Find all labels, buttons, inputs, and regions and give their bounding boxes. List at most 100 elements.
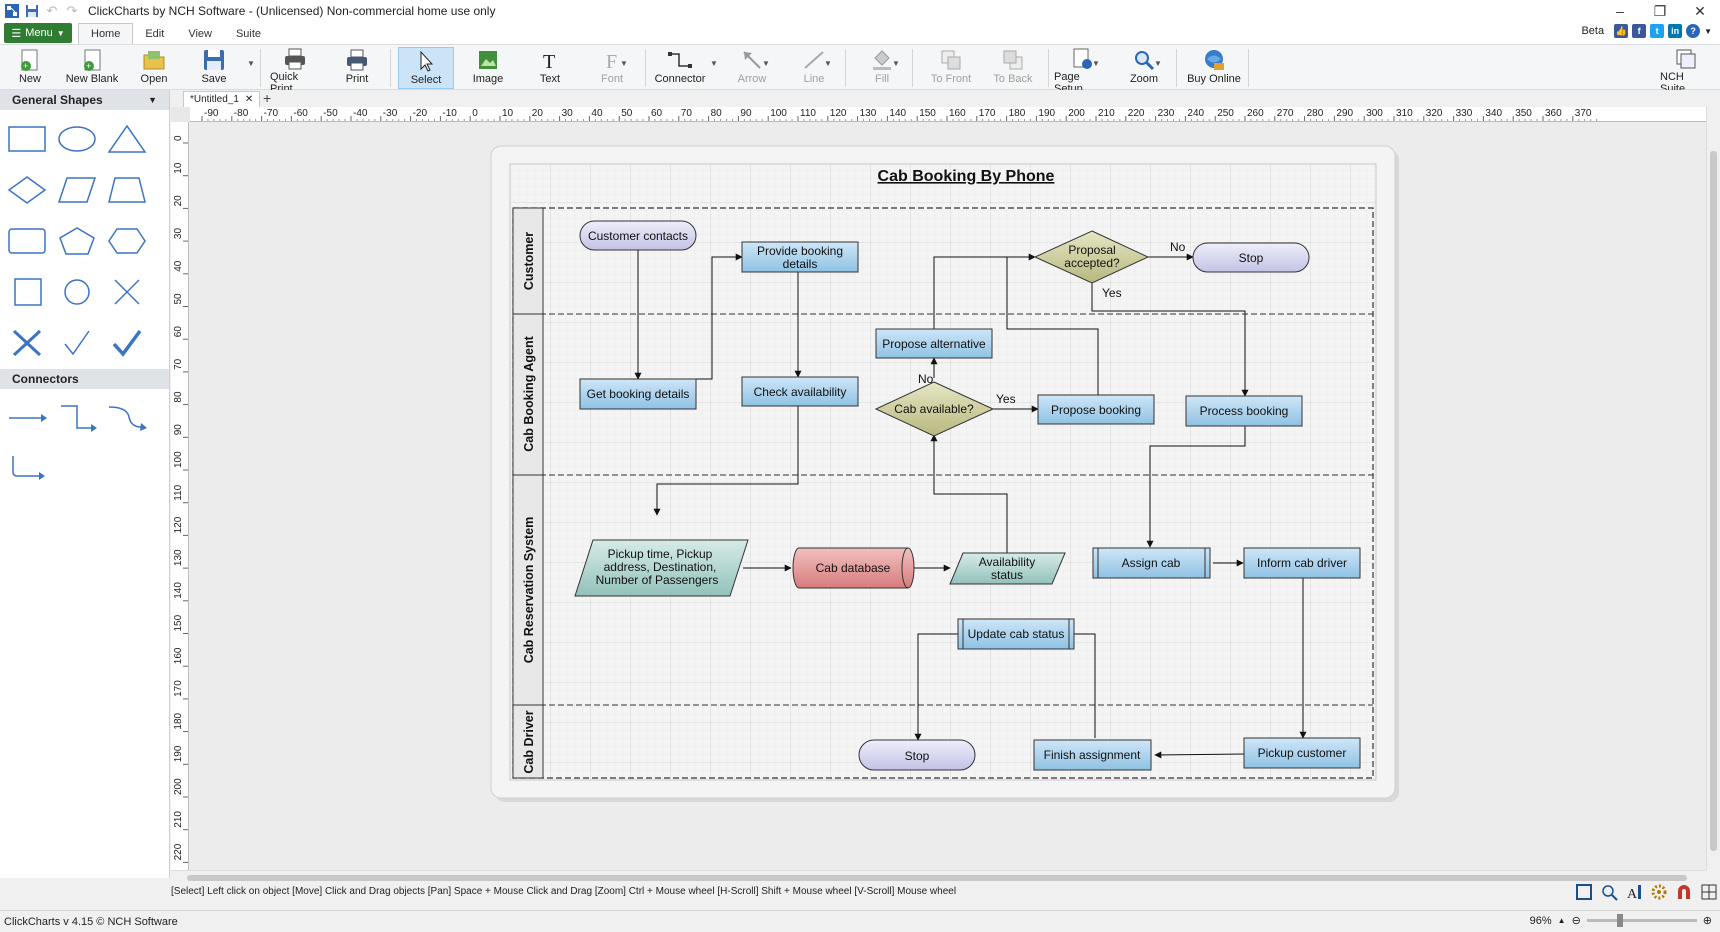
save-button[interactable]: Save (194, 47, 234, 89)
zoom-out-icon[interactable]: ⊖ (1571, 915, 1581, 927)
process-booking-node[interactable]: Process booking (1185, 395, 1303, 427)
ellipse-shape[interactable] (52, 113, 102, 164)
zoom-level[interactable]: 96% (1529, 914, 1552, 927)
select-button[interactable]: Select (398, 47, 454, 89)
circle-shape[interactable] (52, 266, 102, 317)
chevron-down-icon[interactable]: ▼ (1704, 26, 1712, 36)
close-tab-icon[interactable]: ✕ (244, 94, 254, 105)
new-blank-button[interactable]: + New Blank (62, 47, 122, 89)
to-back-button[interactable]: To Back (986, 47, 1040, 89)
check-availability-node[interactable]: Check availability (741, 376, 859, 407)
help-icon[interactable]: ? (1686, 24, 1701, 38)
to-front-button[interactable]: To Front (922, 47, 980, 89)
hexagon-shape[interactable] (102, 215, 152, 266)
propose-booking-node[interactable]: Propose booking (1037, 394, 1155, 425)
twitter-icon[interactable]: t (1650, 24, 1665, 38)
rectangle-shape[interactable] (2, 113, 52, 164)
stop-bottom-node[interactable]: Stop (858, 739, 976, 771)
quick-print-button[interactable]: Quick Print (270, 47, 320, 95)
redo-icon[interactable]: ↷ (66, 3, 78, 18)
chevron-down-icon[interactable]: ▼ (148, 95, 157, 105)
pentagon-shape[interactable] (52, 215, 102, 266)
zoom-slider-thumb[interactable] (1616, 914, 1623, 927)
buy-online-button[interactable]: Buy Online (1186, 47, 1242, 89)
fill-dropdown-icon[interactable]: ▼ (892, 59, 900, 68)
zoom-button[interactable]: Zoom (1122, 47, 1166, 89)
magnet-icon[interactable] (1673, 882, 1695, 902)
stop-top-node[interactable]: Stop (1192, 242, 1310, 273)
zoom-view-icon[interactable] (1598, 882, 1620, 902)
x-mark-shape[interactable] (2, 317, 52, 368)
connectors-header[interactable]: Connectors (0, 369, 169, 389)
diamond-shape[interactable] (2, 164, 52, 215)
linkedin-icon[interactable]: in (1668, 24, 1683, 38)
save-icon[interactable] (24, 3, 40, 19)
open-button[interactable]: Open (134, 47, 174, 89)
inform-cab-driver-node[interactable]: Inform cab driver (1243, 547, 1361, 579)
print-button[interactable]: Print (340, 47, 374, 89)
save-dropdown-icon[interactable]: ▼ (247, 59, 255, 68)
new-button[interactable]: + New (10, 47, 50, 89)
font-button[interactable]: F Font (592, 47, 632, 89)
fill-button[interactable]: Fill (862, 47, 902, 89)
general-shapes-header[interactable]: General Shapes ▼ (0, 90, 169, 110)
connector-button[interactable]: Connector (652, 47, 708, 89)
facebook-icon[interactable]: f (1632, 24, 1647, 38)
assign-cab-node[interactable]: Assign cab (1092, 547, 1211, 579)
cab-available-decision[interactable]: Cab available? (874, 381, 995, 437)
undo-icon[interactable]: ↶ (46, 3, 58, 18)
tab-edit[interactable]: Edit (145, 27, 165, 40)
image-button[interactable]: Image (468, 47, 508, 89)
chevron-up-icon[interactable]: ▲ (1557, 916, 1566, 925)
line-button[interactable]: Line (792, 47, 836, 89)
arrow-button[interactable]: Arrow (730, 47, 774, 89)
zoom-dropdown-icon[interactable]: ▼ (1154, 59, 1162, 68)
curved-connector[interactable] (102, 392, 152, 443)
text-tool-icon[interactable]: A (1623, 882, 1645, 902)
trapezoid-shape[interactable] (102, 164, 152, 215)
lane-cab-reservation-system[interactable]: Cab Reservation System (522, 517, 536, 664)
thumbs-up-icon[interactable]: 👍 (1614, 24, 1629, 38)
connector-dropdown-icon[interactable]: ▼ (710, 59, 718, 68)
check-mark-shape[interactable] (52, 317, 102, 368)
settings-gear-icon[interactable] (1648, 882, 1670, 902)
tab-suite[interactable]: Suite (235, 27, 262, 40)
lane-customer[interactable]: Customer (522, 232, 536, 290)
proposal-accepted-decision[interactable]: Proposal accepted? (1033, 230, 1150, 284)
cab-database-node[interactable]: Cab database (792, 547, 915, 589)
vertical-scroll-thumb[interactable] (1710, 151, 1717, 851)
zoom-slider[interactable] (1586, 914, 1697, 927)
page-setup-button[interactable]: Page Setup (1054, 47, 1110, 95)
cross-shape[interactable] (102, 266, 152, 317)
rounded-rectangle-shape[interactable] (2, 215, 52, 266)
elbow-connector[interactable] (52, 392, 102, 443)
provide-booking-details-node[interactable]: Provide booking details (741, 241, 859, 273)
tab-home[interactable]: Home (78, 23, 134, 44)
customer-contacts-node[interactable]: Customer contacts (579, 220, 697, 251)
parallelogram-shape[interactable] (52, 164, 102, 215)
zoom-in-icon[interactable]: ⊕ (1702, 915, 1712, 927)
horizontal-scrollbar[interactable] (171, 870, 1706, 884)
tab-view[interactable]: View (188, 27, 212, 40)
page-setup-dropdown-icon[interactable]: ▼ (1092, 59, 1100, 68)
close-button[interactable]: ✕ (1694, 2, 1706, 19)
grid-view-icon[interactable] (1698, 882, 1720, 902)
vertical-scrollbar[interactable] (1706, 107, 1720, 870)
horizontal-scroll-thumb[interactable] (187, 875, 1687, 881)
get-booking-details-node[interactable]: Get booking details (579, 378, 697, 410)
diagram-title[interactable]: Cab Booking By Phone (878, 168, 1055, 185)
finish-assignment-node[interactable]: Finish assignment (1033, 739, 1152, 771)
font-dropdown-icon[interactable]: ▼ (620, 59, 628, 68)
menu-button[interactable]: ☰ Menu ▼ (4, 23, 72, 43)
availability-status-data-node[interactable]: Availability status (949, 552, 1066, 585)
document-tab[interactable]: *Untitled_1 ✕ (183, 91, 261, 107)
add-tab-icon[interactable]: + (263, 90, 272, 106)
update-cab-status-node[interactable]: Update cab status (957, 618, 1075, 650)
bold-check-mark-shape[interactable] (102, 317, 152, 368)
restore-button[interactable]: ❐ (1653, 2, 1667, 19)
pickup-details-data-node[interactable]: Pickup time, Pickup address, Destination… (574, 539, 749, 597)
line-dropdown-icon[interactable]: ▼ (824, 59, 832, 68)
pickup-customer-node[interactable]: Pickup customer (1243, 737, 1361, 769)
minimize-button[interactable]: – (1616, 3, 1624, 19)
text-button[interactable]: T Text (530, 47, 570, 89)
